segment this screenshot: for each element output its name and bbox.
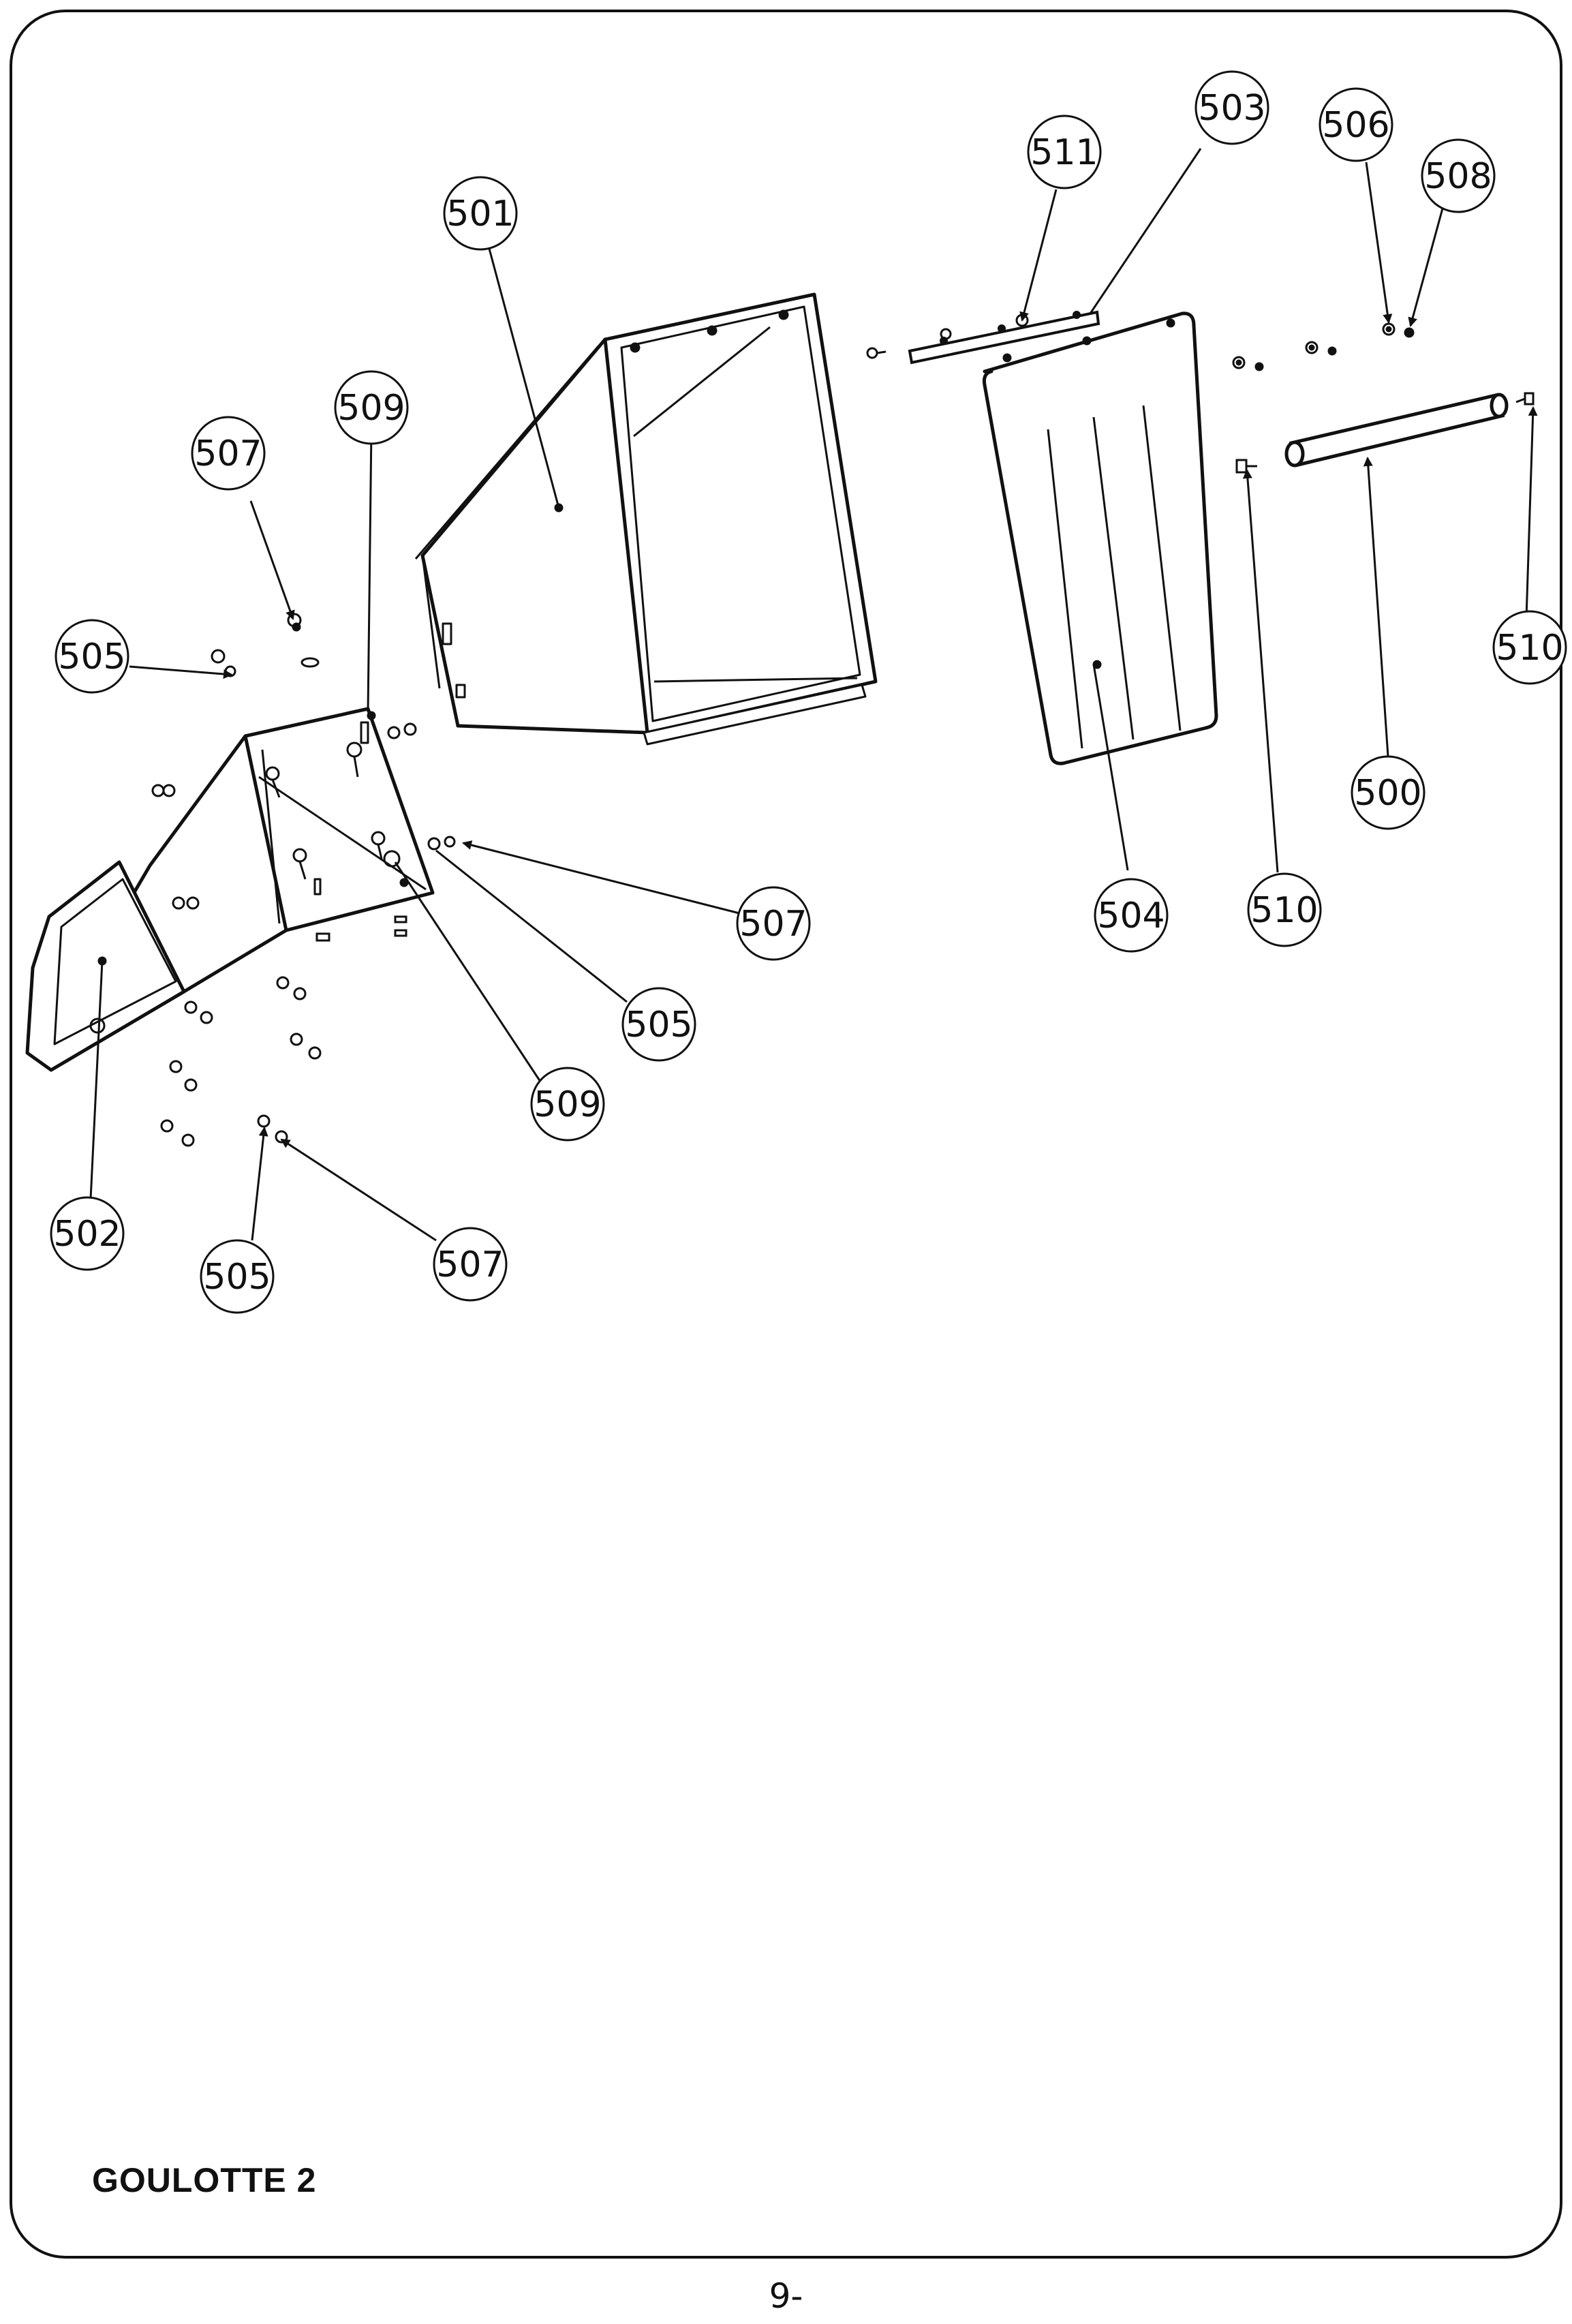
callout-510: 510 [1492, 610, 1567, 685]
callout-507: 507 [433, 1227, 508, 1302]
callout-505: 505 [55, 619, 129, 694]
callout-506: 506 [1319, 87, 1393, 162]
svg-text:511: 511 [1030, 132, 1098, 173]
callout-507: 507 [191, 416, 266, 491]
svg-text:502: 502 [53, 1214, 121, 1255]
callout-502: 502 [50, 1196, 125, 1271]
callout-509: 509 [334, 370, 409, 445]
svg-text:506: 506 [1322, 105, 1389, 146]
callout-505: 505 [200, 1239, 275, 1314]
svg-text:510: 510 [1250, 890, 1318, 931]
svg-text:505: 505 [625, 1005, 692, 1045]
svg-text:510: 510 [1496, 628, 1563, 669]
fastener-hardware [89, 322, 1535, 1147]
part-501-hopper [414, 292, 878, 746]
diagram-title: GOULOTTE 2 [92, 2161, 317, 2199]
svg-text:507: 507 [436, 1244, 504, 1285]
svg-text:507: 507 [739, 904, 807, 945]
page-border [10, 10, 1562, 2259]
callout-507: 507 [736, 886, 811, 961]
part-504-flap [983, 311, 1218, 765]
callout-500: 500 [1351, 755, 1425, 830]
svg-text:505: 505 [58, 637, 125, 677]
svg-text:501: 501 [446, 194, 514, 234]
svg-text:507: 507 [194, 433, 262, 474]
part-502-chute [25, 707, 435, 1072]
callouts: 500 501 502 503 504 505 505 505 506 507 … [50, 70, 1567, 1314]
callout-510: 510 [1247, 872, 1322, 947]
callout-508: 508 [1421, 138, 1496, 213]
callout-504: 504 [1094, 878, 1169, 953]
svg-text:504: 504 [1097, 896, 1165, 936]
page-number: 9- [769, 2276, 803, 2316]
callout-511: 511 [1027, 114, 1102, 189]
callout-501: 501 [443, 176, 518, 251]
part-503-bar [908, 310, 1100, 365]
svg-text:509: 509 [534, 1084, 601, 1125]
svg-text:509: 509 [337, 388, 405, 429]
svg-text:505: 505 [203, 1257, 271, 1298]
part-500-tube [1284, 393, 1509, 468]
svg-text:500: 500 [1354, 773, 1421, 814]
callout-503: 503 [1195, 70, 1269, 145]
svg-text:508: 508 [1424, 156, 1492, 197]
callout-509: 509 [530, 1067, 605, 1142]
leader-lines [89, 148, 1538, 1242]
callout-505: 505 [621, 987, 696, 1062]
svg-text:503: 503 [1198, 88, 1265, 129]
